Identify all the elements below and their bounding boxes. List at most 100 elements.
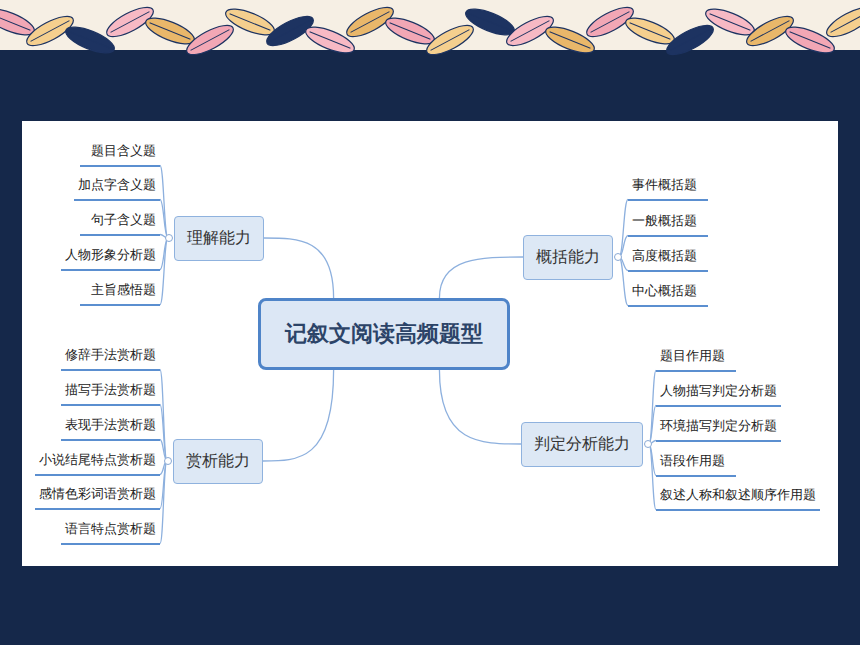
- node-label: 感情色彩词语赏析题: [39, 485, 156, 503]
- leaf-vein: [751, 21, 790, 42]
- node-label: 表现手法赏析题: [65, 416, 156, 434]
- node-label: 题目作用题: [660, 347, 732, 365]
- leaf-item: 人物描写判定分析题: [656, 382, 781, 407]
- branch-connector: [160, 461, 167, 544]
- node-label: 加点字含义题: [78, 176, 156, 194]
- leaf-item: 加点字含义题: [74, 176, 160, 201]
- leaf-vein: [831, 12, 860, 33]
- branch-connector: [160, 166, 168, 239]
- leaf-item: 题目含义题: [80, 142, 160, 167]
- branch-connector: [649, 444, 656, 476]
- banner-leaf: [383, 13, 438, 49]
- leaf-item: 高度概括题: [628, 247, 708, 272]
- branch-box: 判定分析能力: [521, 422, 643, 467]
- leaf-item: 叙述人称和叙述顺序作用题: [656, 486, 820, 511]
- branch-connector: [160, 238, 168, 305]
- branch-connector: [439, 370, 521, 444]
- leaf-item: 语段作用题: [656, 452, 736, 477]
- banner-leaf: [663, 20, 717, 60]
- leaf-vein: [431, 30, 470, 51]
- banner-leaf: [183, 20, 237, 60]
- leaf-banner: [0, 0, 860, 80]
- leaf-vein: [630, 23, 671, 39]
- banner-leaf: [223, 4, 278, 40]
- leaf-item: 句子含义题: [80, 211, 160, 236]
- node-label: 描写手法赏析题: [65, 381, 156, 399]
- leaf-vein: [271, 21, 310, 42]
- leaf-item: 修辞手法赏析题: [61, 346, 160, 371]
- leaf-vein: [710, 14, 751, 30]
- banner-leaf: [423, 20, 477, 60]
- node-label: 题目含义题: [84, 142, 156, 160]
- node-label: 句子含义题: [84, 211, 156, 229]
- banner-leaf: [823, 2, 860, 42]
- branch-connector: [619, 200, 628, 258]
- leaf-item: 主旨感悟题: [80, 281, 160, 306]
- collapse-dot: [166, 235, 173, 242]
- leaf-item: 表现手法赏析题: [61, 416, 160, 441]
- leaf-vein: [390, 23, 431, 39]
- leaf-vein: [0, 14, 30, 30]
- leaf-item: 小说结尾特点赏析题: [35, 451, 160, 476]
- branch-connector: [264, 238, 334, 298]
- node-label: 事件概括题: [632, 176, 704, 194]
- root-box: 记叙文阅读高频题型: [258, 298, 510, 370]
- banner-leaf: [623, 13, 678, 49]
- leaf-vein: [31, 21, 70, 42]
- node-label: 人物形象分析题: [65, 246, 156, 264]
- node-label: 语言特点赏析题: [65, 520, 156, 538]
- branch-connector: [649, 444, 656, 510]
- leaf-vein: [470, 14, 511, 30]
- branch-box: 理解能力: [174, 216, 264, 261]
- leaf-item: 语言特点赏析题: [61, 520, 160, 545]
- branch-connector: [263, 370, 334, 461]
- leaf-vein: [511, 21, 550, 42]
- leaf-vein: [191, 30, 230, 51]
- node-label: 叙述人称和叙述顺序作用题: [660, 486, 816, 504]
- branch-connector: [619, 257, 628, 306]
- node-label: 理解能力: [187, 228, 251, 249]
- leaf-item: 人物形象分析题: [61, 246, 160, 271]
- node-label: 语段作用题: [660, 452, 732, 470]
- node-label: 赏析能力: [186, 451, 250, 472]
- leaf-item: 感情色彩词语赏析题: [35, 485, 160, 510]
- branch-connector: [160, 238, 168, 270]
- node-label: 记叙文阅读高频题型: [285, 319, 483, 349]
- leaf-vein: [230, 14, 271, 30]
- leaf-vein: [150, 23, 191, 39]
- leaf-item: 中心概括题: [628, 282, 708, 307]
- collapse-dot: [645, 441, 652, 448]
- branch-connector: [160, 461, 167, 509]
- node-label: 小说结尾特点赏析题: [39, 451, 156, 469]
- node-label: 主旨感悟题: [84, 281, 156, 299]
- branch-connector: [649, 371, 656, 445]
- leaf-vein: [790, 32, 831, 48]
- leaf-vein: [550, 32, 591, 48]
- leaf-vein: [351, 12, 390, 33]
- node-label: 高度概括题: [632, 247, 704, 265]
- branch-box: 赏析能力: [173, 439, 263, 484]
- leaf-item: 环境描写判定分析题: [656, 417, 781, 442]
- node-label: 判定分析能力: [534, 434, 630, 455]
- banner-leaf: [463, 4, 518, 40]
- leaf-item: 一般概括题: [628, 212, 708, 237]
- node-label: 环境描写判定分析题: [660, 417, 777, 435]
- collapse-dot: [165, 458, 172, 465]
- node-label: 概括能力: [536, 247, 600, 268]
- branch-connector: [439, 257, 523, 298]
- collapse-dot: [615, 254, 622, 261]
- leaf-vein: [591, 12, 630, 33]
- leaf-vein: [111, 12, 150, 33]
- banner-leaf: [703, 4, 758, 40]
- branch-connector: [160, 370, 167, 462]
- leaf-item: 事件概括题: [628, 176, 708, 201]
- leaf-vein: [671, 30, 710, 51]
- node-label: 中心概括题: [632, 282, 704, 300]
- node-label: 修辞手法赏析题: [65, 346, 156, 364]
- node-label: 一般概括题: [632, 212, 704, 230]
- banner-leaf: [143, 13, 198, 49]
- node-label: 人物描写判定分析题: [660, 382, 777, 400]
- leaf-item: 描写手法赏析题: [61, 381, 160, 406]
- leaf-item: 题目作用题: [656, 347, 736, 372]
